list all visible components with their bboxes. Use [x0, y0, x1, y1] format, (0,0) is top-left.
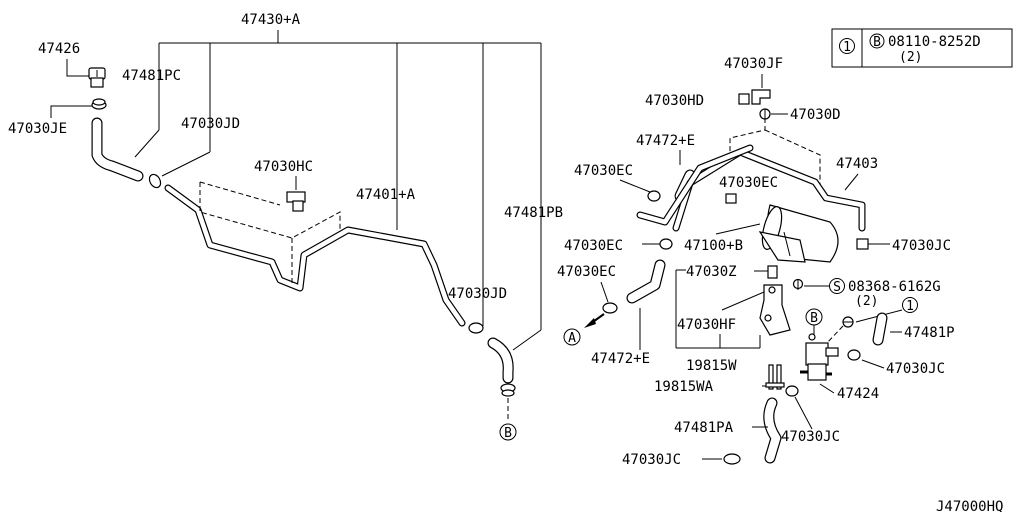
- bolts-19815WA-icon: [765, 364, 785, 390]
- hose-47481P: [872, 312, 888, 346]
- label-47030Z[interactable]: 47030Z: [686, 264, 737, 280]
- clamp-47030JD-low-icon: [468, 322, 484, 334]
- label-47030JC-1[interactable]: 47030JC: [892, 238, 951, 254]
- marker-one-text: 1: [906, 299, 914, 314]
- label-47030JC-3[interactable]: 47030JC: [781, 429, 840, 445]
- bracket-47430A: [134, 30, 542, 351]
- diagram-code: J47000HQ: [936, 499, 1003, 512]
- clamp-47030JD-top-icon: [148, 173, 162, 189]
- grommet-47030Z-icon: [767, 265, 778, 279]
- label-47030EC-1[interactable]: 47030EC: [574, 163, 633, 179]
- arrow-a-icon: [584, 313, 605, 328]
- label-47100B[interactable]: 47100+B: [684, 238, 743, 254]
- label-47030JD-low[interactable]: 47030JD: [448, 286, 507, 302]
- label-47430A[interactable]: 47430+A: [241, 12, 301, 28]
- label-47030EC-3[interactable]: 47030EC: [564, 238, 623, 254]
- clamp-47030EC-3-icon: [659, 238, 673, 250]
- legend-quantity: (2): [899, 50, 922, 65]
- label-47030EC-2[interactable]: 47030EC: [719, 175, 778, 191]
- label-47481PA[interactable]: 47481PA: [674, 420, 734, 436]
- label-47481PB[interactable]: 47481PB: [504, 205, 563, 221]
- marker-b-left-text: B: [504, 426, 512, 441]
- label-47030HF[interactable]: 47030HF: [677, 317, 736, 333]
- canister-47100B-icon: [758, 204, 839, 263]
- label-47481P[interactable]: 47481P: [904, 325, 955, 341]
- clip-47030HC-icon: [286, 191, 306, 212]
- solenoid-47424-icon: [800, 333, 839, 381]
- marker-b-right-text: B: [810, 311, 818, 326]
- legend-badge: B: [873, 35, 881, 50]
- marker-a: [563, 328, 581, 346]
- label-47030JC-4[interactable]: 47030JC: [622, 452, 681, 468]
- clamp-47030JC-1-icon: [856, 238, 869, 250]
- clamp-47030JC-3-icon: [785, 385, 799, 397]
- legend-part-number: 08110-8252D: [888, 34, 981, 50]
- label-47403[interactable]: 47403: [836, 156, 878, 172]
- pipe-47403: [636, 144, 866, 232]
- marker-b-left: [499, 423, 517, 441]
- label-08368-qty: (2): [855, 294, 878, 309]
- hose-47472E-low: [626, 259, 666, 304]
- label-47030EC-4[interactable]: 47030EC: [557, 264, 616, 280]
- clip-47030EC-2-icon: [725, 193, 737, 204]
- label-47030D[interactable]: 47030D: [790, 107, 841, 123]
- label-47030JE[interactable]: 47030JE: [8, 121, 67, 137]
- marker-s-text: S: [833, 280, 841, 295]
- label-08368[interactable]: 08368-6162G: [848, 279, 941, 295]
- label-47481PC[interactable]: 47481PC: [122, 68, 181, 84]
- label-47472E-low[interactable]: 47472+E: [591, 351, 650, 367]
- legend-ref-circle: [839, 38, 855, 54]
- bracket-47030HF-icon: [759, 284, 791, 336]
- label-47472E-top[interactable]: 47472+E: [636, 133, 695, 149]
- label-47424[interactable]: 47424: [837, 386, 879, 402]
- label-47030HD[interactable]: 47030HD: [645, 93, 704, 109]
- valve-47426-icon: [88, 67, 106, 88]
- hose-47481PC: [91, 117, 144, 182]
- label-47426[interactable]: 47426: [38, 41, 80, 57]
- bracket-47030JF-icon: [751, 89, 771, 105]
- label-47401A[interactable]: 47401+A: [356, 187, 416, 203]
- clamp-47030JC-4-icon: [723, 453, 741, 465]
- clamp-47030EC-1-icon: [647, 190, 661, 202]
- label-19815WA[interactable]: 19815WA: [654, 379, 714, 395]
- bolt-47424-icon: [842, 316, 854, 328]
- bolt-b-icon: [869, 33, 885, 49]
- clip-47030HD-icon: [738, 93, 750, 105]
- bolt-08368-icon: [792, 278, 804, 290]
- clamp-47030JE-icon: [91, 98, 107, 110]
- legend-ref-number: 1: [843, 40, 851, 55]
- hose-47481PA: [763, 397, 782, 464]
- label-47030JD-top[interactable]: 47030JD: [181, 116, 240, 132]
- marker-a-text: A: [568, 331, 576, 346]
- clamp-47030JC-2-icon: [847, 349, 861, 361]
- pipe-47401A: [164, 184, 466, 327]
- label-47030JC-2[interactable]: 47030JC: [886, 361, 945, 377]
- hose-47481PB: [487, 337, 516, 397]
- marker-s: [829, 278, 845, 294]
- bolt-47030D-icon: [759, 108, 771, 120]
- legend-box: 1 B 08110-8252D (2): [831, 28, 1013, 68]
- label-47030JF[interactable]: 47030JF: [724, 56, 783, 72]
- label-47030HC[interactable]: 47030HC: [254, 159, 313, 175]
- label-19815W[interactable]: 19815W: [686, 358, 737, 374]
- marker-one: [902, 297, 918, 313]
- clamp-47030EC-4-icon: [602, 302, 618, 314]
